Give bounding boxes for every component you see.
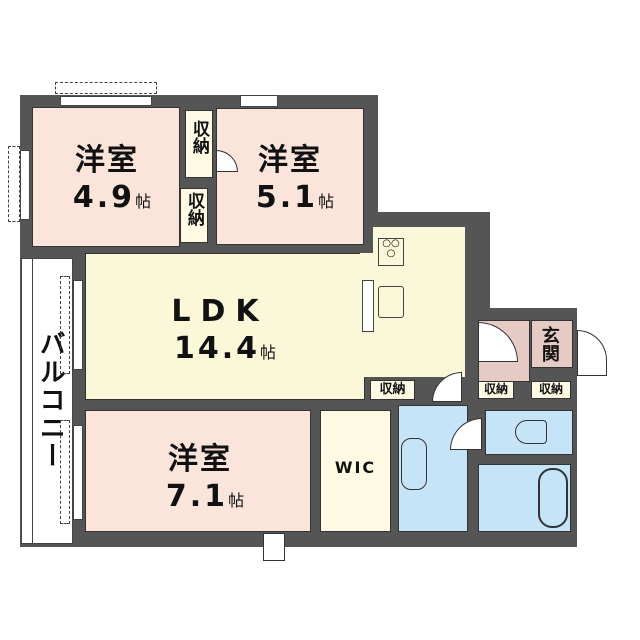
balcony-inner-line: [32, 258, 33, 544]
entrance-label: 玄関: [538, 326, 560, 362]
window-shade-west: [8, 146, 20, 222]
western-room-1-size: 4.9帖: [62, 182, 162, 214]
size-value: 5.1: [255, 180, 319, 215]
window-shade-room3: [60, 420, 70, 524]
storage-5[interactable]: [531, 381, 571, 399]
size-value: 7.1: [165, 479, 229, 514]
size-unit: 帖: [260, 343, 277, 362]
window-room3-west: [73, 425, 83, 520]
toilet-icon: [515, 420, 547, 444]
ldk-label: LDK: [171, 294, 269, 329]
storage-5-label: 収納: [538, 382, 563, 396]
stove-icon: ○○○: [378, 238, 404, 266]
western-room-1-notch: [82, 230, 178, 246]
window-ldk-west: [73, 280, 83, 370]
sink-icon: [378, 286, 404, 318]
washroom[interactable]: [398, 405, 468, 532]
ldk[interactable]: [85, 253, 365, 400]
western-room-3-label: 洋室: [168, 442, 232, 477]
storage-1-label: 収納: [188, 120, 209, 154]
storage-2[interactable]: [180, 188, 208, 243]
storage-2-label: 収納: [183, 192, 204, 226]
western-room-2-label: 洋室: [258, 143, 322, 178]
walk-in-closet[interactable]: [320, 410, 391, 532]
size-value: 4.9: [72, 180, 136, 215]
window-north-1: [60, 96, 152, 106]
size-unit: 帖: [228, 491, 245, 510]
ldk-size: 14.4帖: [170, 333, 280, 365]
western-room-3[interactable]: [85, 410, 311, 532]
western-room-3-size: 7.1帖: [155, 481, 255, 513]
balcony: [21, 258, 73, 544]
front-door[interactable]: [577, 330, 607, 376]
window-shade-north: [55, 82, 157, 94]
size-value: 14.4: [173, 331, 260, 366]
counter-panel: [362, 280, 374, 332]
storage-4-label: 収納: [483, 382, 508, 396]
storage-3[interactable]: [370, 380, 415, 400]
size-unit: 帖: [318, 192, 335, 211]
bathtub-icon: [538, 468, 568, 528]
toilet[interactable]: [485, 410, 573, 455]
western-room-2[interactable]: [216, 108, 364, 245]
western-room-1-label: 洋室: [75, 143, 139, 178]
washbasin-icon: [401, 438, 427, 490]
window-west-1: [20, 150, 30, 220]
western-room-1[interactable]: [32, 107, 180, 247]
window-north-2: [240, 95, 278, 107]
ldk-kitchen: [373, 227, 465, 377]
window-shade-ldk: [60, 276, 70, 374]
entrance[interactable]: [531, 320, 573, 368]
storage-1[interactable]: [185, 110, 213, 178]
storage-3-label: 収納: [379, 382, 406, 397]
door-room3-south[interactable]: [263, 533, 285, 561]
storage-4[interactable]: [478, 381, 514, 399]
size-unit: 帖: [135, 192, 152, 211]
western-room-2-size: 5.1帖: [245, 182, 345, 214]
wic-label: WIC: [334, 458, 377, 477]
